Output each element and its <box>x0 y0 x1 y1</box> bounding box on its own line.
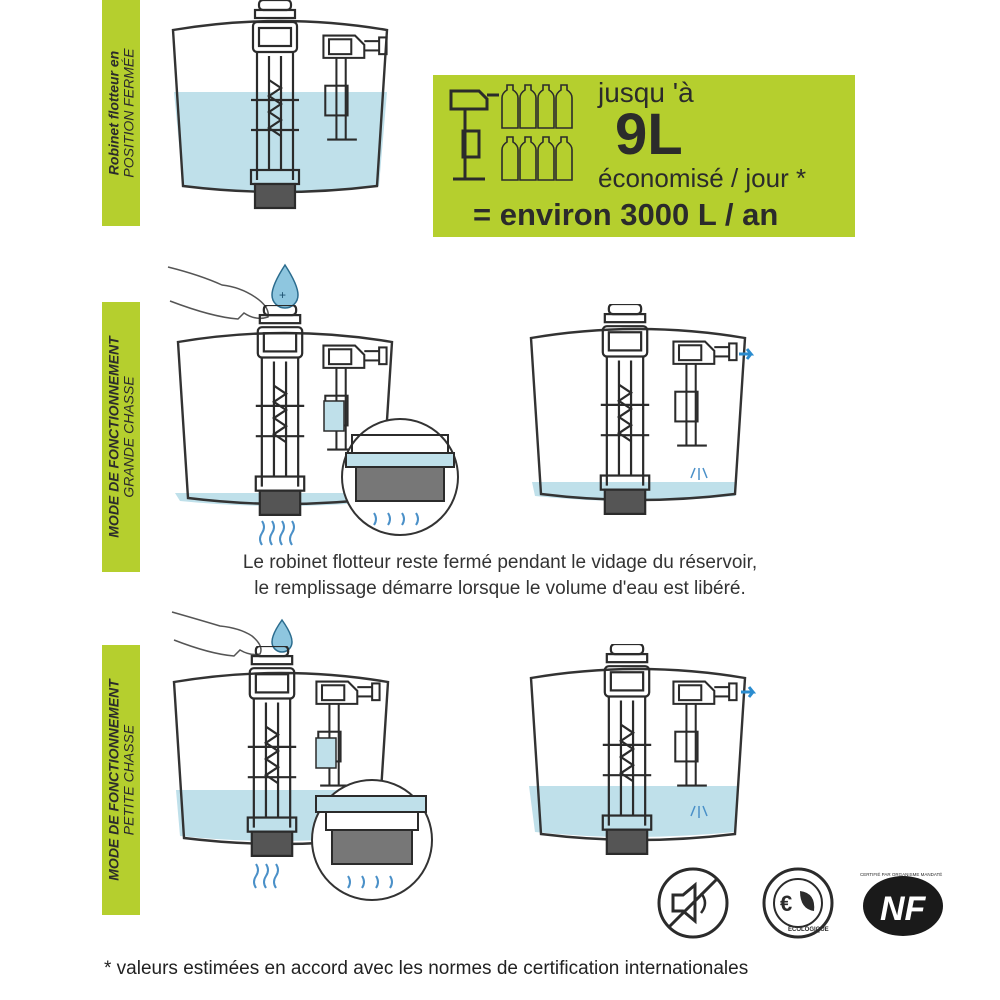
section-label-closed-line1: Robinet flotteur en <box>105 50 122 176</box>
section-label-closed-line2: POSITION FERMÉE <box>120 48 136 178</box>
section-label-half-flush-line1: MODE DE FONCTIONNEMENT <box>105 679 122 881</box>
savings-box: jusqu 'à 9L économisé / jour * = environ… <box>433 75 855 237</box>
savings-amount: 9L <box>615 102 683 167</box>
water-flow-icon <box>259 520 295 546</box>
hand-icon <box>167 266 269 320</box>
section-label-full-flush: MODE DE FONCTIONNEMENT GRANDE CHASSE <box>102 302 140 572</box>
water-drop-icon <box>271 618 293 653</box>
section-label-closed: Robinet flotteur en POSITION FERMÉE <box>102 0 140 226</box>
water-flow-icon-small <box>253 863 279 889</box>
svg-text:€: € <box>780 891 792 916</box>
tank-half-flush-refilling <box>529 644 757 856</box>
savings-prefix: jusqu 'à <box>598 77 694 108</box>
nf-certification-icon: NF CERTIFIÉ PAR ORGANISME MANDATÉ <box>860 871 943 936</box>
operation-caption-line2: le remplissage démarre lorsque le volume… <box>254 578 746 599</box>
hand-icon-small <box>171 611 262 657</box>
operation-caption: Le robinet flotteur reste fermé pendant … <box>0 550 1000 602</box>
nf-badge-text: NF <box>880 890 927 928</box>
silent-icon <box>657 867 729 939</box>
nf-badge-ring-text: CERTIFIÉ PAR ORGANISME MANDATÉ <box>860 871 942 877</box>
savings-yearly: = environ 3000 L / an <box>473 197 779 232</box>
water-inlet-arrow-icon-small <box>741 686 757 698</box>
savings-suffix: économisé / jour * <box>598 163 807 193</box>
section-label-half-flush: MODE DE FONCTIONNEMENT PETITE CHASSE <box>102 645 140 915</box>
ecologique-badge-text: ÉCOLOGIQUE <box>788 925 829 933</box>
tank-full-flush-refilling <box>529 304 755 516</box>
tank-full-flush-pressing: + <box>167 263 459 546</box>
tank-closed-diagram <box>171 0 389 210</box>
valve-and-bottles-icon <box>449 84 573 181</box>
footnote: * valeurs estimées en accord avec les no… <box>104 958 749 979</box>
section-label-half-flush-line2: PETITE CHASSE <box>120 724 136 836</box>
svg-text:+: + <box>279 288 286 302</box>
operation-caption-line1: Le robinet flotteur reste fermé pendant … <box>242 552 758 573</box>
water-inlet-arrow-icon <box>739 348 755 360</box>
section-label-full-flush-line2: GRANDE CHASSE <box>120 376 136 498</box>
water-drop-plus-icon <box>271 263 299 309</box>
tank-half-flush-pressing <box>171 611 433 901</box>
ecologique-icon: € ÉCOLOGIQUE <box>762 867 834 939</box>
section-label-full-flush-line1: MODE DE FONCTIONNEMENT <box>105 336 122 538</box>
